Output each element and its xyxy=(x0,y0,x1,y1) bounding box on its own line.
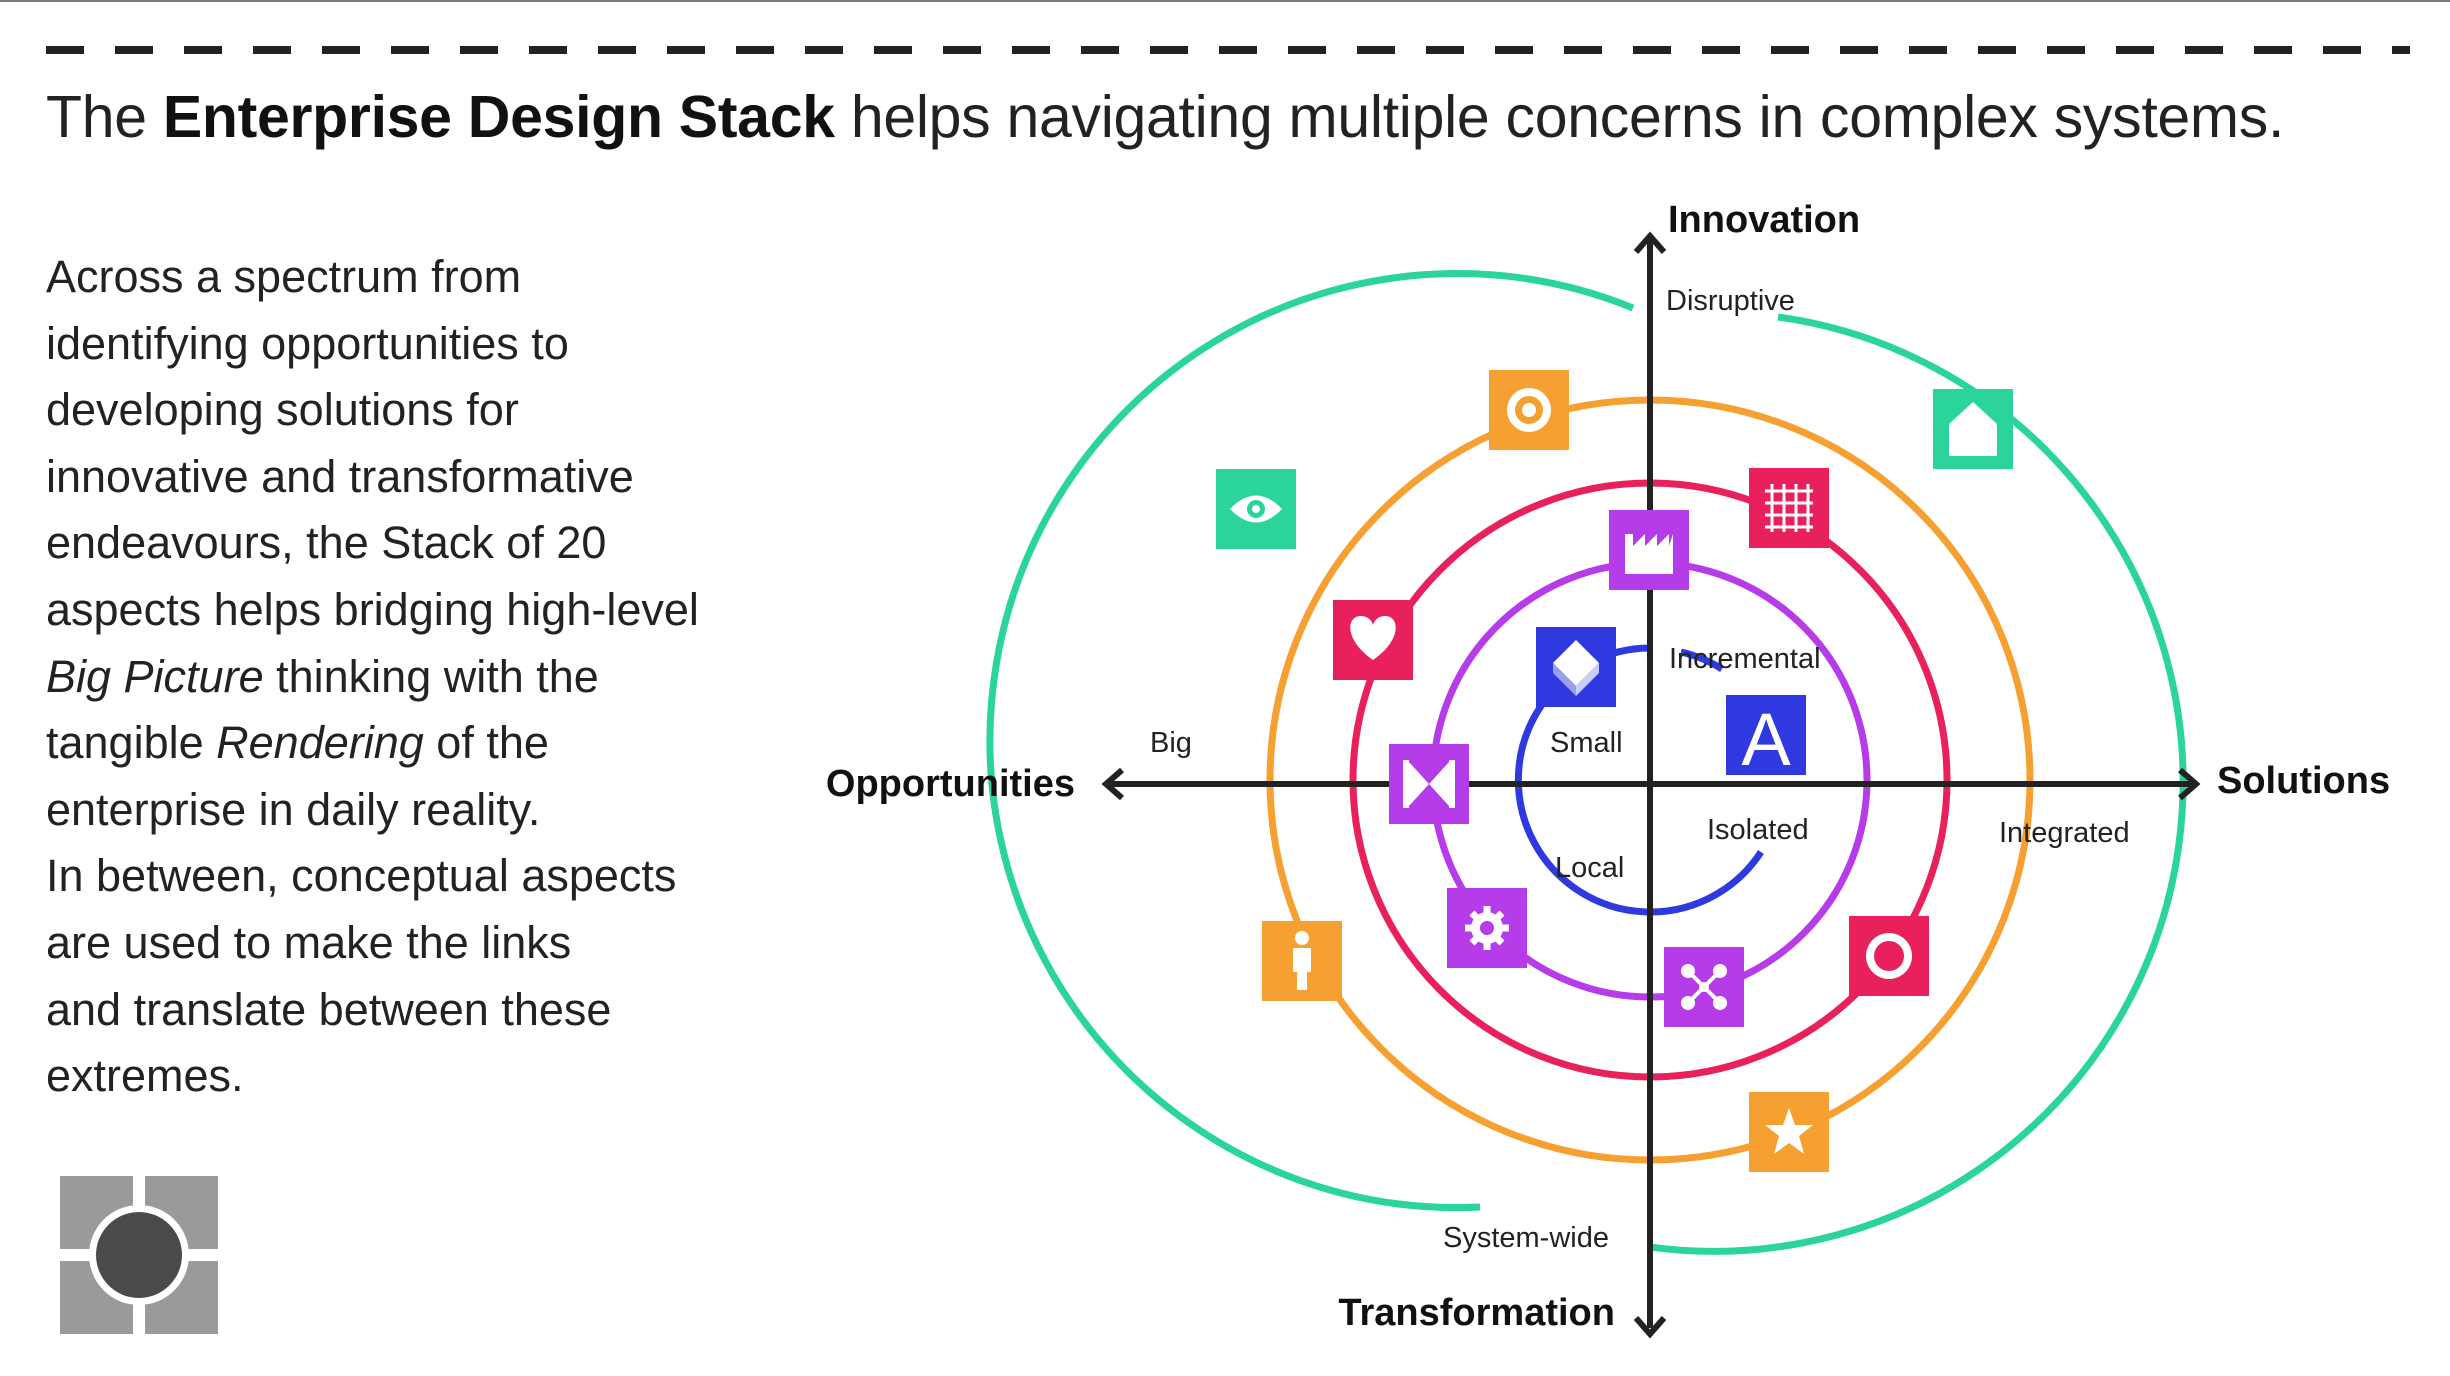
arrow-down xyxy=(1633,1316,1667,1339)
description-line: and translate between these xyxy=(46,983,612,1035)
ring-label-system-wide: System-wide xyxy=(1443,1222,1609,1254)
axis-title-opportunities: Opportunities xyxy=(826,763,1075,805)
grid-icon xyxy=(1749,468,1829,548)
lifebuoy-icon xyxy=(1849,916,1929,996)
axis-title-transformation: Transformation xyxy=(1338,1292,1615,1334)
page-title: The Enterprise Design Stack helps naviga… xyxy=(46,82,2426,152)
ring-label-small: Small xyxy=(1550,727,1623,759)
arrow-left xyxy=(1101,767,1124,801)
eye-icon xyxy=(1216,469,1296,549)
description-line: tangible Rendering of the xyxy=(46,710,766,777)
person-icon xyxy=(1262,921,1342,1001)
arrow-right xyxy=(2178,767,2201,801)
ring-label-big: Big xyxy=(1150,727,1192,759)
heart-icon xyxy=(1333,600,1413,680)
description-line: aspects helps bridging high-level xyxy=(46,583,699,635)
description-line: innovative and transformative xyxy=(46,450,634,502)
factory-icon xyxy=(1609,510,1689,590)
description-paragraph: Across a spectrum from identifying oppor… xyxy=(46,244,766,1110)
bowtie-icon xyxy=(1389,744,1469,824)
title-suffix: helps navigating multiple concerns in co… xyxy=(834,84,2285,150)
description-line: developing solutions for xyxy=(46,384,519,436)
title-bold: Enterprise Design Stack xyxy=(162,84,835,150)
enterprise-design-logo xyxy=(60,1176,218,1334)
description-line: enterprise in daily reality. xyxy=(46,783,541,835)
description-line: Big Picture thinking with the xyxy=(46,644,766,711)
letter-a-glyph: A xyxy=(1741,698,1791,781)
house-icon xyxy=(1933,389,2013,469)
ring-label-disruptive: Disruptive xyxy=(1666,285,1795,317)
axis-title-innovation: Innovation xyxy=(1668,199,1860,241)
description-line: extremes. xyxy=(46,1050,244,1102)
ring-label-local: Local xyxy=(1555,852,1624,884)
letter-a-icon: A xyxy=(1726,695,1806,781)
nodes-icon xyxy=(1664,947,1744,1027)
top-border-line xyxy=(0,0,2450,2)
description-line: are used to make the links xyxy=(46,916,572,968)
big-picture-term: Big Picture xyxy=(46,650,264,702)
ring-label-incremental: Incremental xyxy=(1669,643,1821,675)
ring-label-isolated: Isolated xyxy=(1707,814,1809,846)
outer-ring-arc-left xyxy=(986,270,1635,1212)
inner-ring-arc-top xyxy=(1680,648,1724,672)
rendering-term: Rendering xyxy=(216,717,424,769)
description-line: identifying opportunities to xyxy=(46,317,569,369)
description-line: endeavours, the Stack of 20 xyxy=(46,517,607,569)
description-fragment: tangible xyxy=(46,717,217,769)
arrow-up xyxy=(1633,231,1667,254)
title-prefix: The xyxy=(46,84,163,150)
description-line: Across a spectrum from xyxy=(46,251,522,302)
description-fragment: thinking with the xyxy=(263,650,599,702)
dashed-divider xyxy=(46,46,2410,54)
diamond-icon xyxy=(1536,627,1616,707)
axis-title-solutions: Solutions xyxy=(2217,760,2390,802)
gear-icon xyxy=(1447,888,1527,968)
star-icon xyxy=(1749,1092,1829,1172)
description-fragment: of the xyxy=(423,717,549,769)
target-icon xyxy=(1489,370,1569,450)
ring-label-integrated: Integrated xyxy=(1999,817,2130,849)
description-line: In between, conceptual aspects xyxy=(46,850,677,902)
